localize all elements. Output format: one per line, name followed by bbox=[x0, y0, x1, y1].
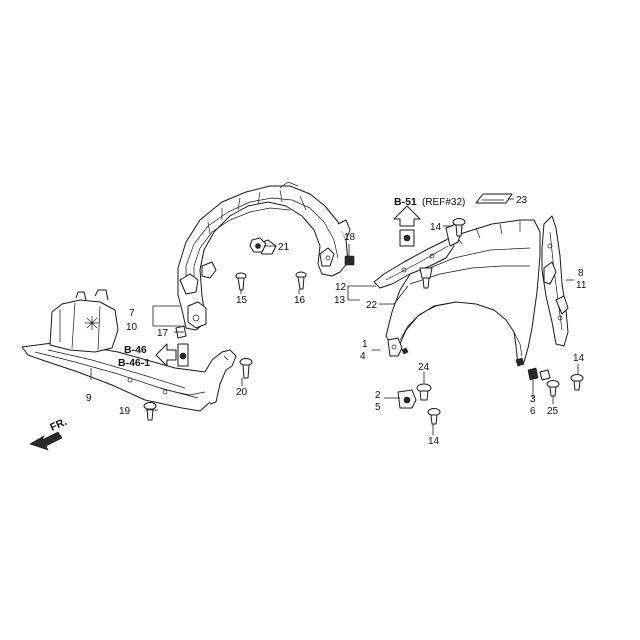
bolt-19 bbox=[143, 402, 157, 421]
callout-22: 22 bbox=[366, 300, 378, 311]
fender-liner bbox=[177, 181, 351, 331]
bolt-20 bbox=[239, 358, 253, 379]
callout-6: 6 bbox=[530, 406, 536, 417]
bolt-14-top bbox=[452, 218, 466, 237]
clip-2-5 bbox=[397, 389, 417, 409]
callout-9: 9 bbox=[86, 393, 92, 404]
clip-22 bbox=[419, 267, 433, 289]
callout-numbers: 1 4 2 5 3 6 7 10 17 8 11 9 12 13 22 14 1… bbox=[86, 195, 587, 447]
clip-b46 bbox=[177, 343, 189, 367]
callout-10: 10 bbox=[126, 322, 138, 333]
callout-18: 18 bbox=[344, 232, 356, 243]
callout-2: 2 bbox=[375, 390, 381, 401]
callout-8: 8 bbox=[578, 268, 584, 279]
ref-arrow-b51 bbox=[393, 205, 421, 227]
clip-21 bbox=[249, 237, 267, 253]
callout-24: 24 bbox=[418, 362, 430, 373]
callout-13: 13 bbox=[334, 295, 346, 306]
callout-19: 19 bbox=[119, 406, 131, 417]
garnish-strip bbox=[475, 193, 513, 204]
callout-4: 4 bbox=[360, 351, 366, 362]
callout-3: 3 bbox=[530, 394, 536, 405]
screw-3-6 bbox=[539, 369, 551, 381]
leader-lines bbox=[90, 198, 579, 435]
clip-18 bbox=[344, 255, 355, 266]
screw-16 bbox=[295, 271, 307, 290]
fasteners bbox=[143, 218, 584, 425]
clip-b51 bbox=[399, 229, 415, 247]
callout-23: 23 bbox=[516, 195, 528, 206]
callout-11: 11 bbox=[576, 280, 587, 291]
callout-12: 12 bbox=[335, 282, 347, 293]
front-direction-arrow bbox=[29, 431, 63, 451]
callout-16: 16 bbox=[294, 295, 306, 306]
callout-14-bottom: 14 bbox=[428, 436, 440, 447]
ref-b46: B-46 bbox=[124, 344, 147, 356]
callout-7: 7 bbox=[129, 308, 135, 319]
bolt-14-bottom bbox=[427, 408, 441, 425]
screw-15 bbox=[235, 272, 247, 291]
ref-b51: B-51 bbox=[394, 196, 417, 208]
callout-14-right: 14 bbox=[573, 353, 585, 364]
callout-1: 1 bbox=[362, 339, 368, 350]
bolt-25 bbox=[546, 380, 560, 397]
callout-15: 15 bbox=[236, 295, 248, 306]
callout-20: 20 bbox=[236, 387, 248, 398]
callout-25: 25 bbox=[547, 406, 559, 417]
callout-17: 17 bbox=[157, 328, 169, 339]
callout-21: 21 bbox=[278, 242, 290, 253]
callout-5: 5 bbox=[375, 402, 381, 413]
ref-arrow-b46 bbox=[155, 343, 177, 367]
callout-14-top: 14 bbox=[430, 222, 442, 233]
bolt-14-right bbox=[570, 374, 584, 391]
clip-3-6 bbox=[527, 367, 539, 381]
splash-shield bbox=[21, 289, 237, 412]
side-bracket bbox=[541, 215, 569, 347]
front-label: FR. bbox=[48, 416, 68, 434]
bolt-24 bbox=[416, 383, 432, 401]
fan-icon bbox=[85, 316, 99, 330]
ref-b46-1: B-46-1 bbox=[118, 357, 150, 369]
ref-b51-note: (REF#32) bbox=[422, 197, 465, 208]
